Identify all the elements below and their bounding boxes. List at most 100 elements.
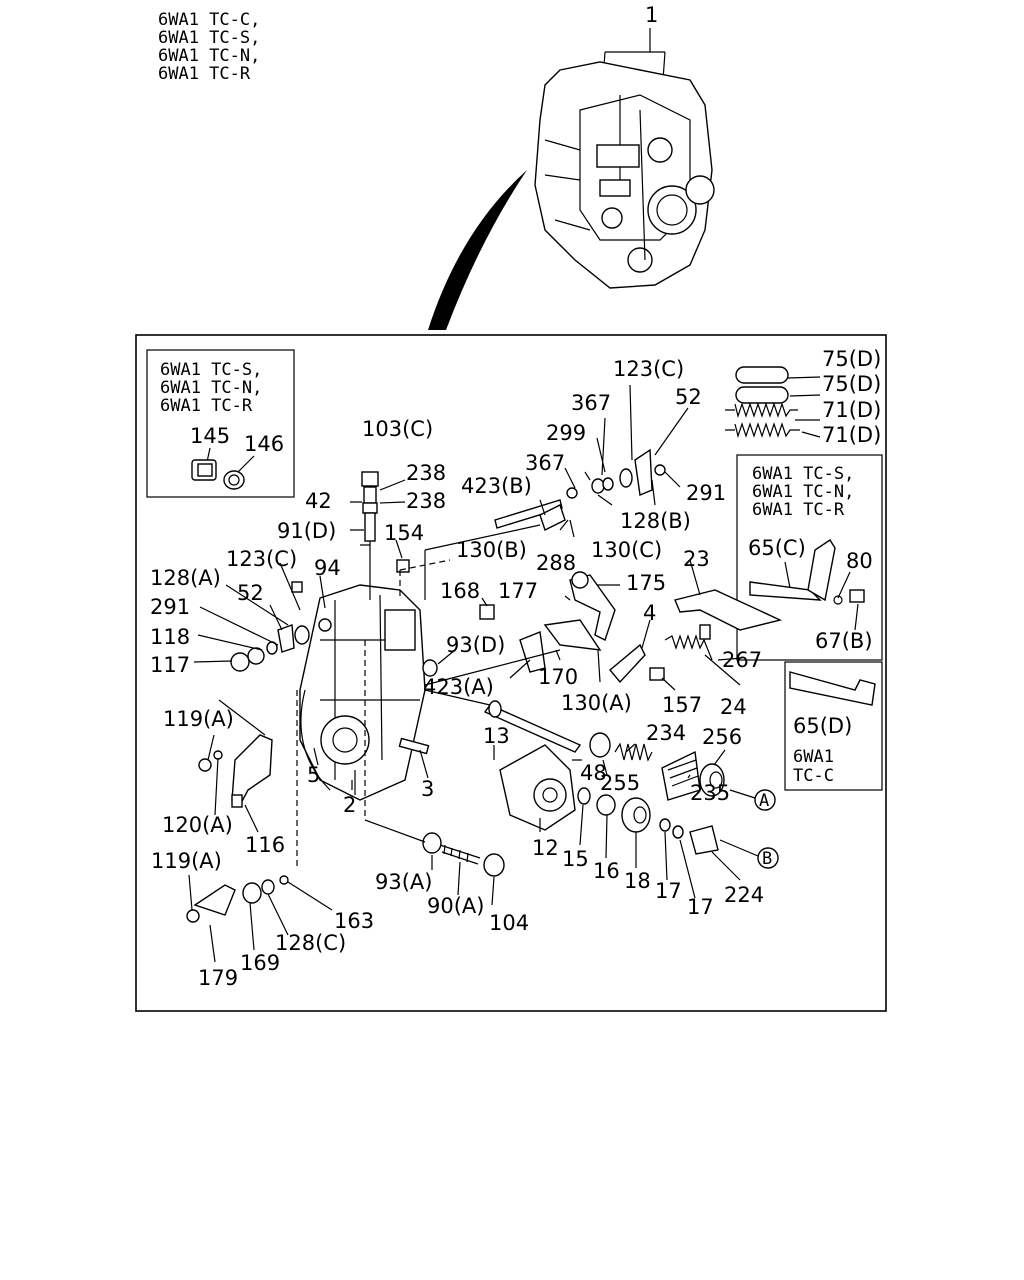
callout-3: 3 [421, 777, 434, 801]
inset-right-bottom-model-2: TC-C [793, 766, 834, 786]
callout-18: 18 [624, 869, 651, 893]
callout-52-b: 52 [237, 581, 264, 605]
callout-labels: 103(C) 238 42 238 91(D) 154 123(C) 367 5… [150, 347, 881, 990]
inset-right-bottom-model-1: 6WA1 [793, 747, 834, 767]
callout-12: 12 [532, 836, 559, 860]
header-model-line-1: 6WA1 TC-C, [158, 10, 260, 30]
callout-123C-a: 123(C) [613, 357, 684, 381]
callout-48: 48 [580, 761, 607, 785]
callout-288: 288 [536, 551, 576, 575]
callout-71D-a: 71(D) [822, 398, 881, 422]
callout-91D: 91(D) [277, 519, 336, 543]
callout-93A: 93(A) [375, 870, 432, 894]
callout-75D-b: 75(D) [822, 372, 881, 396]
callout-93D: 93(D) [446, 633, 505, 657]
header-model-list: 6WA1 TC-C, 6WA1 TC-S, 6WA1 TC-N, 6WA1 TC… [158, 10, 260, 84]
callout-130C: 130(C) [591, 538, 662, 562]
callout-130B: 130(B) [456, 538, 527, 562]
callout-163: 163 [334, 909, 374, 933]
inset-left-model-3: 6WA1 TC-R [160, 396, 253, 416]
callout-128C: 128(C) [275, 931, 346, 955]
adjust-screw-stack [361, 471, 379, 600]
callout-117: 117 [150, 653, 190, 677]
callout-145: 145 [190, 424, 230, 448]
callout-367-b: 367 [525, 451, 565, 475]
callout-130A: 130(A) [561, 691, 632, 715]
callout-367-a: 367 [571, 391, 611, 415]
callout-175: 175 [626, 571, 666, 595]
inset-right-bottom: 65(D) 6WA1 TC-C [784, 661, 883, 791]
callout-291-a: 291 [686, 481, 726, 505]
right-components: A B [483, 366, 800, 869]
callout-224: 224 [724, 883, 764, 907]
inset-right-model-1: 6WA1 TC-S, [752, 464, 854, 484]
header-model-line-4: 6WA1 TC-R [158, 64, 251, 84]
callout-179: 179 [198, 966, 238, 990]
callout-177: 177 [498, 579, 538, 603]
inset-left: 6WA1 TC-S, 6WA1 TC-N, 6WA1 TC-R 145 146 [146, 349, 295, 498]
callout-169: 169 [240, 951, 280, 975]
callout-1: 1 [645, 3, 658, 27]
callout-423B: 423(B) [461, 474, 532, 498]
callout-168: 168 [440, 579, 480, 603]
callout-104: 104 [489, 911, 529, 935]
callout-80: 80 [846, 549, 873, 573]
inset-left-model-2: 6WA1 TC-N, [160, 378, 262, 398]
callout-2: 2 [343, 793, 356, 817]
callout-234: 234 [646, 721, 686, 745]
callout-146: 146 [244, 432, 284, 456]
callout-118: 118 [150, 625, 190, 649]
callout-255: 255 [600, 771, 640, 795]
callout-238-a: 238 [406, 461, 446, 485]
callout-24: 24 [720, 695, 747, 719]
callout-256: 256 [702, 725, 742, 749]
callout-65D: 65(D) [793, 714, 852, 738]
inset-left-model-1: 6WA1 TC-S, [160, 360, 262, 380]
main-diagram-frame [135, 334, 887, 1012]
callout-90A: 90(A) [427, 894, 484, 918]
callout-75D-a: 75(D) [822, 347, 881, 371]
callout-16: 16 [593, 859, 620, 883]
callout-128A: 128(A) [150, 566, 221, 590]
callout-154: 154 [384, 521, 424, 545]
callout-71D-b: 71(D) [822, 423, 881, 447]
callout-116: 116 [245, 833, 285, 857]
leader-lines [188, 376, 821, 963]
callout-120A: 120(A) [162, 813, 233, 837]
callout-119A-b: 119(A) [151, 849, 222, 873]
circle-A-label: A [759, 791, 769, 811]
callout-94: 94 [314, 556, 341, 580]
callout-67B: 67(B) [815, 629, 873, 653]
callout-119A-a: 119(A) [163, 707, 234, 731]
callout-291-b: 291 [150, 595, 190, 619]
callout-17-b: 17 [687, 895, 714, 919]
callout-238-b: 238 [406, 489, 446, 513]
callout-4: 4 [643, 601, 656, 625]
callout-5: 5 [307, 763, 320, 787]
callout-123C-b: 123(C) [226, 547, 297, 571]
callout-157: 157 [662, 693, 702, 717]
callout-267: 267 [722, 648, 762, 672]
inset-right-model-3: 6WA1 TC-R [752, 500, 845, 520]
lower-left-components [186, 559, 505, 923]
header-model-line-3: 6WA1 TC-N, [158, 46, 260, 66]
callout-65C: 65(C) [748, 536, 806, 560]
callout-42: 42 [305, 489, 332, 513]
injection-pump-assembly: 1 [428, 3, 715, 330]
callout-128B: 128(B) [620, 509, 691, 533]
callout-299: 299 [546, 421, 586, 445]
header-model-line-2: 6WA1 TC-S, [158, 28, 260, 48]
callout-13: 13 [483, 724, 510, 748]
callout-103C: 103(C) [362, 417, 433, 441]
callout-15: 15 [562, 847, 589, 871]
callout-17-a: 17 [655, 879, 682, 903]
callout-52-a: 52 [675, 385, 702, 409]
callout-170: 170 [538, 665, 578, 689]
inset-right-model-2: 6WA1 TC-N, [752, 482, 854, 502]
callout-423A: 423(A) [423, 675, 494, 699]
callout-23: 23 [683, 547, 710, 571]
circle-B-label: B [762, 849, 772, 869]
inset-right-top: 6WA1 TC-S, 6WA1 TC-N, 6WA1 TC-R 65(C) 80… [736, 454, 883, 661]
callout-235: 235 [690, 781, 730, 805]
